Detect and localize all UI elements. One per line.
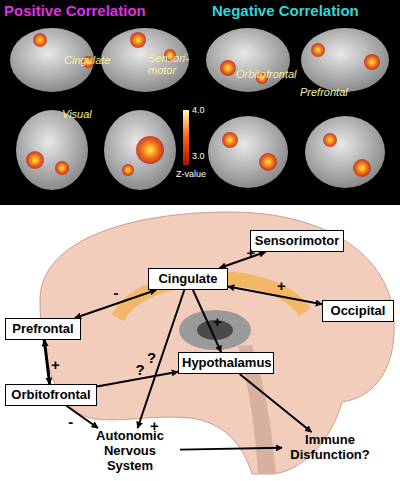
sign-label: +: [150, 418, 164, 435]
region-box: Cingulate: [148, 268, 228, 290]
edge-sign: +: [247, 244, 256, 261]
connector-arrow: [240, 374, 312, 432]
region-box: Prefrontal: [5, 318, 81, 340]
activation-blob: [33, 33, 47, 47]
brain-outline: [40, 212, 394, 474]
node-label: Autonomic Nervous System: [83, 428, 177, 473]
node-label: Immune Disfunction?: [285, 432, 375, 462]
region-label: Orbitofrontal: [236, 68, 316, 80]
brain-renders: [10, 28, 389, 190]
region-label: Visual: [62, 108, 112, 120]
activation-blob: [311, 43, 325, 57]
region-box: Hypothalamus: [178, 352, 274, 374]
edge-sign: +: [51, 356, 60, 373]
brain-render: [16, 110, 88, 190]
activation-blob: [353, 159, 371, 177]
colorbar-label: 3.0: [192, 152, 216, 162]
activation-blob: [55, 161, 69, 175]
node-label: Hypothalamus: [182, 353, 270, 372]
text-node: Autonomic Nervous System: [80, 428, 180, 473]
region-box: Occipital: [322, 300, 394, 322]
brain-sagittal: [40, 212, 394, 474]
activation-blob: [220, 60, 236, 76]
thalamus: [179, 310, 251, 350]
colorbar-label: 4.0: [192, 106, 216, 116]
brain-render: [301, 28, 389, 92]
connector-arrow: [220, 252, 266, 268]
activation-blob: [222, 132, 238, 148]
activation-blob: [364, 54, 380, 70]
activation-blob: [259, 153, 277, 171]
brain-render: [305, 116, 385, 188]
region-box: Orbitofrontal: [5, 384, 97, 406]
fmri-panel: [0, 0, 400, 205]
edge-sign: -: [68, 413, 73, 430]
edge-sign: ?: [136, 361, 145, 378]
activation-blob: [130, 32, 146, 48]
activation-blob: [122, 164, 134, 176]
region-label: Prefrontal: [300, 86, 370, 98]
brain-render: [104, 110, 176, 190]
node-label: Occipital: [326, 301, 390, 320]
connector-arrow: [44, 340, 49, 384]
brain-render: [206, 28, 290, 92]
connector-arrow: [180, 448, 282, 450]
node-label: Prefrontal: [9, 319, 77, 338]
activation-blob: [136, 136, 164, 164]
edge-sign: +: [277, 277, 286, 294]
colorbar: [183, 110, 189, 165]
region-label: Cingulate: [64, 54, 134, 66]
colorbar-label: Z-value: [176, 170, 216, 180]
edge-sign: -: [114, 284, 119, 301]
region-label: Sensori-motor: [148, 52, 194, 76]
node-label: Orbitofrontal: [9, 385, 93, 404]
edge-sign: +: [213, 313, 222, 330]
panel-title: Negative Correlation: [212, 3, 400, 20]
text-node: Immune Disfunction?: [282, 432, 378, 462]
activation-blob: [323, 133, 337, 147]
activation-blob: [26, 151, 44, 169]
brain-render: [208, 116, 288, 188]
connector-arrow: [228, 287, 322, 305]
node-label: Cingulate: [152, 269, 224, 288]
panel-title: Positive Correlation: [4, 3, 194, 20]
region-box: Sensorimotor: [250, 230, 344, 252]
activation-blobs: [26, 32, 380, 177]
connector-arrow: [193, 290, 221, 352]
edge-sign: ?: [147, 349, 156, 366]
node-label: Sensorimotor: [254, 231, 340, 250]
